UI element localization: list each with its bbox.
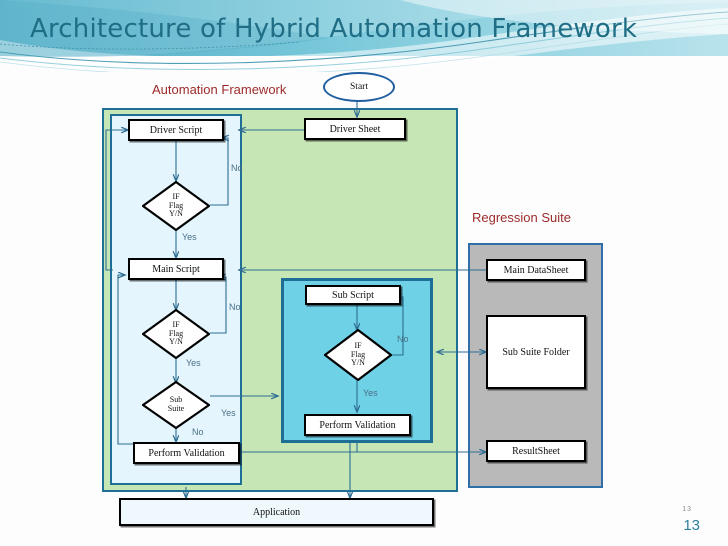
edge-label-sub-no: No xyxy=(397,334,409,344)
regression-suite-caption: Regression Suite xyxy=(472,210,571,225)
edge-label-driver-no: No xyxy=(231,163,243,173)
perform-validation-main-box[interactable]: Perform Validation xyxy=(133,442,240,464)
driver-script-box[interactable]: Driver Script xyxy=(128,119,224,141)
if-flag-sub-diamond[interactable]: IF Flag Y/N xyxy=(323,328,393,382)
main-script-box[interactable]: Main Script xyxy=(128,258,224,280)
page-number: 13 xyxy=(683,517,700,534)
edge-label-sub-yes: Yes xyxy=(363,388,378,398)
if-flag-driver-diamond[interactable]: IF Flag Y/N xyxy=(141,180,211,232)
sub-suite-diamond[interactable]: Sub Suite xyxy=(141,380,211,430)
sub-script-box[interactable]: Sub Script xyxy=(305,285,401,305)
edge-label-main-no: No xyxy=(229,302,241,312)
main-datasheet-box[interactable]: Main DataSheet xyxy=(486,259,586,281)
automation-framework-caption: Automation Framework xyxy=(152,82,287,97)
sub-suite-folder-box[interactable]: Sub Suite Folder xyxy=(486,315,586,389)
page-number-shadow: 13 xyxy=(682,506,692,513)
start-node[interactable]: Start xyxy=(323,72,395,102)
result-sheet-box[interactable]: ResultSheet xyxy=(486,440,586,462)
edge-label-main-yes: Yes xyxy=(186,358,201,368)
if-flag-main-diamond[interactable]: IF Flag Y/N xyxy=(141,308,211,360)
edge-label-driver-yes: Yes xyxy=(182,232,197,242)
edge-label-subsuite-yes: Yes xyxy=(221,408,236,418)
edge-label-subsuite-no: No xyxy=(192,427,204,437)
page-title: Architecture of Hybrid Automation Framew… xyxy=(30,14,638,44)
application-box[interactable]: Application xyxy=(119,498,434,526)
driver-sheet-box[interactable]: Driver Sheet xyxy=(304,118,406,140)
perform-validation-sub-box[interactable]: Perform Validation xyxy=(304,414,411,436)
title-banner-decoration xyxy=(0,0,728,72)
